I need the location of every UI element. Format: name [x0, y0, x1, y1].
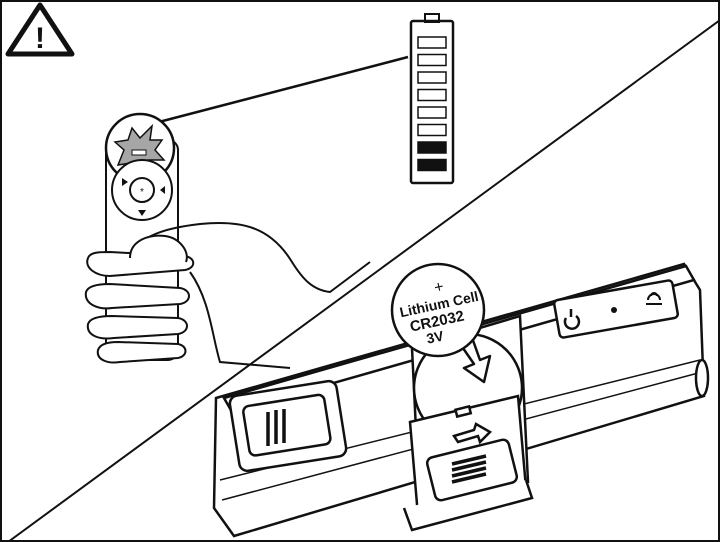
- battery-door: [402, 394, 534, 532]
- low-battery-burst: [113, 123, 166, 166]
- warning-triangle-icon: !: [5, 2, 75, 57]
- battery-bar-empty: [417, 36, 447, 49]
- battery-bar-empty: [417, 71, 447, 84]
- callout-line: [154, 55, 409, 125]
- power-icon: [563, 309, 581, 330]
- battery-bar-empty: [417, 53, 447, 67]
- coin-cell-polarity: +: [433, 278, 446, 297]
- battery-bar-empty: [417, 123, 447, 137]
- coin-cell-voltage: 3V: [425, 327, 446, 346]
- battery-bar-empty: [417, 106, 447, 119]
- svg-text:*: *: [140, 187, 144, 198]
- warning-symbol: !: [35, 22, 45, 55]
- coin-cell-battery-icon: + Lithium Cell CR2032 3V: [390, 262, 486, 358]
- battery-bar-filled: [417, 158, 447, 172]
- battery-bar-filled: [417, 141, 447, 154]
- battery-bar-empty: [417, 88, 447, 102]
- led-dot-icon: [611, 307, 617, 313]
- diagonal-divider: [7, 19, 720, 542]
- remote-control-icon: *: [84, 112, 371, 369]
- battery-level-icon: [409, 13, 455, 185]
- signal-icon: [646, 292, 662, 305]
